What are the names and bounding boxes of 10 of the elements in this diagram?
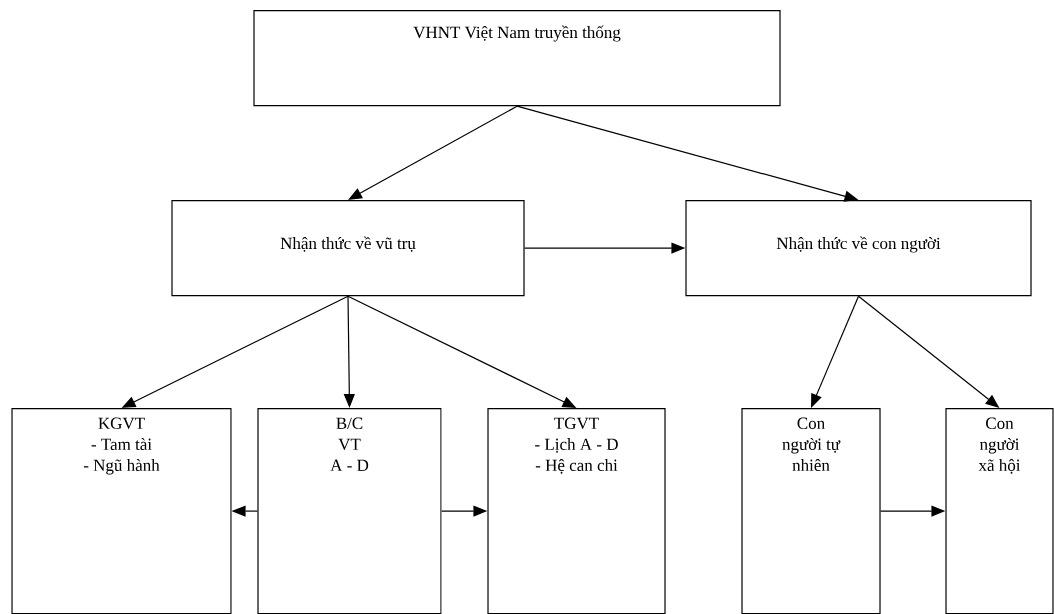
text-box: KGVT - Tam tài - Ngũ hành bbox=[11, 408, 232, 614]
text-box: Con người xã hội bbox=[945, 408, 1054, 614]
arrow bbox=[811, 295, 860, 408]
arrow bbox=[348, 105, 518, 200]
text-box: VHNT Việt Nam truyền thống bbox=[253, 10, 781, 107]
text-box: B/C VT A - D bbox=[257, 408, 442, 614]
text-box: TGVT - Lịch A - D - Hệ can chi bbox=[487, 408, 666, 614]
text-box: Con người tự nhiên bbox=[741, 408, 881, 614]
text-box: Nhận thức về con người bbox=[685, 200, 1032, 297]
text-box: Nhận thức về vũ trụ bbox=[171, 200, 525, 297]
